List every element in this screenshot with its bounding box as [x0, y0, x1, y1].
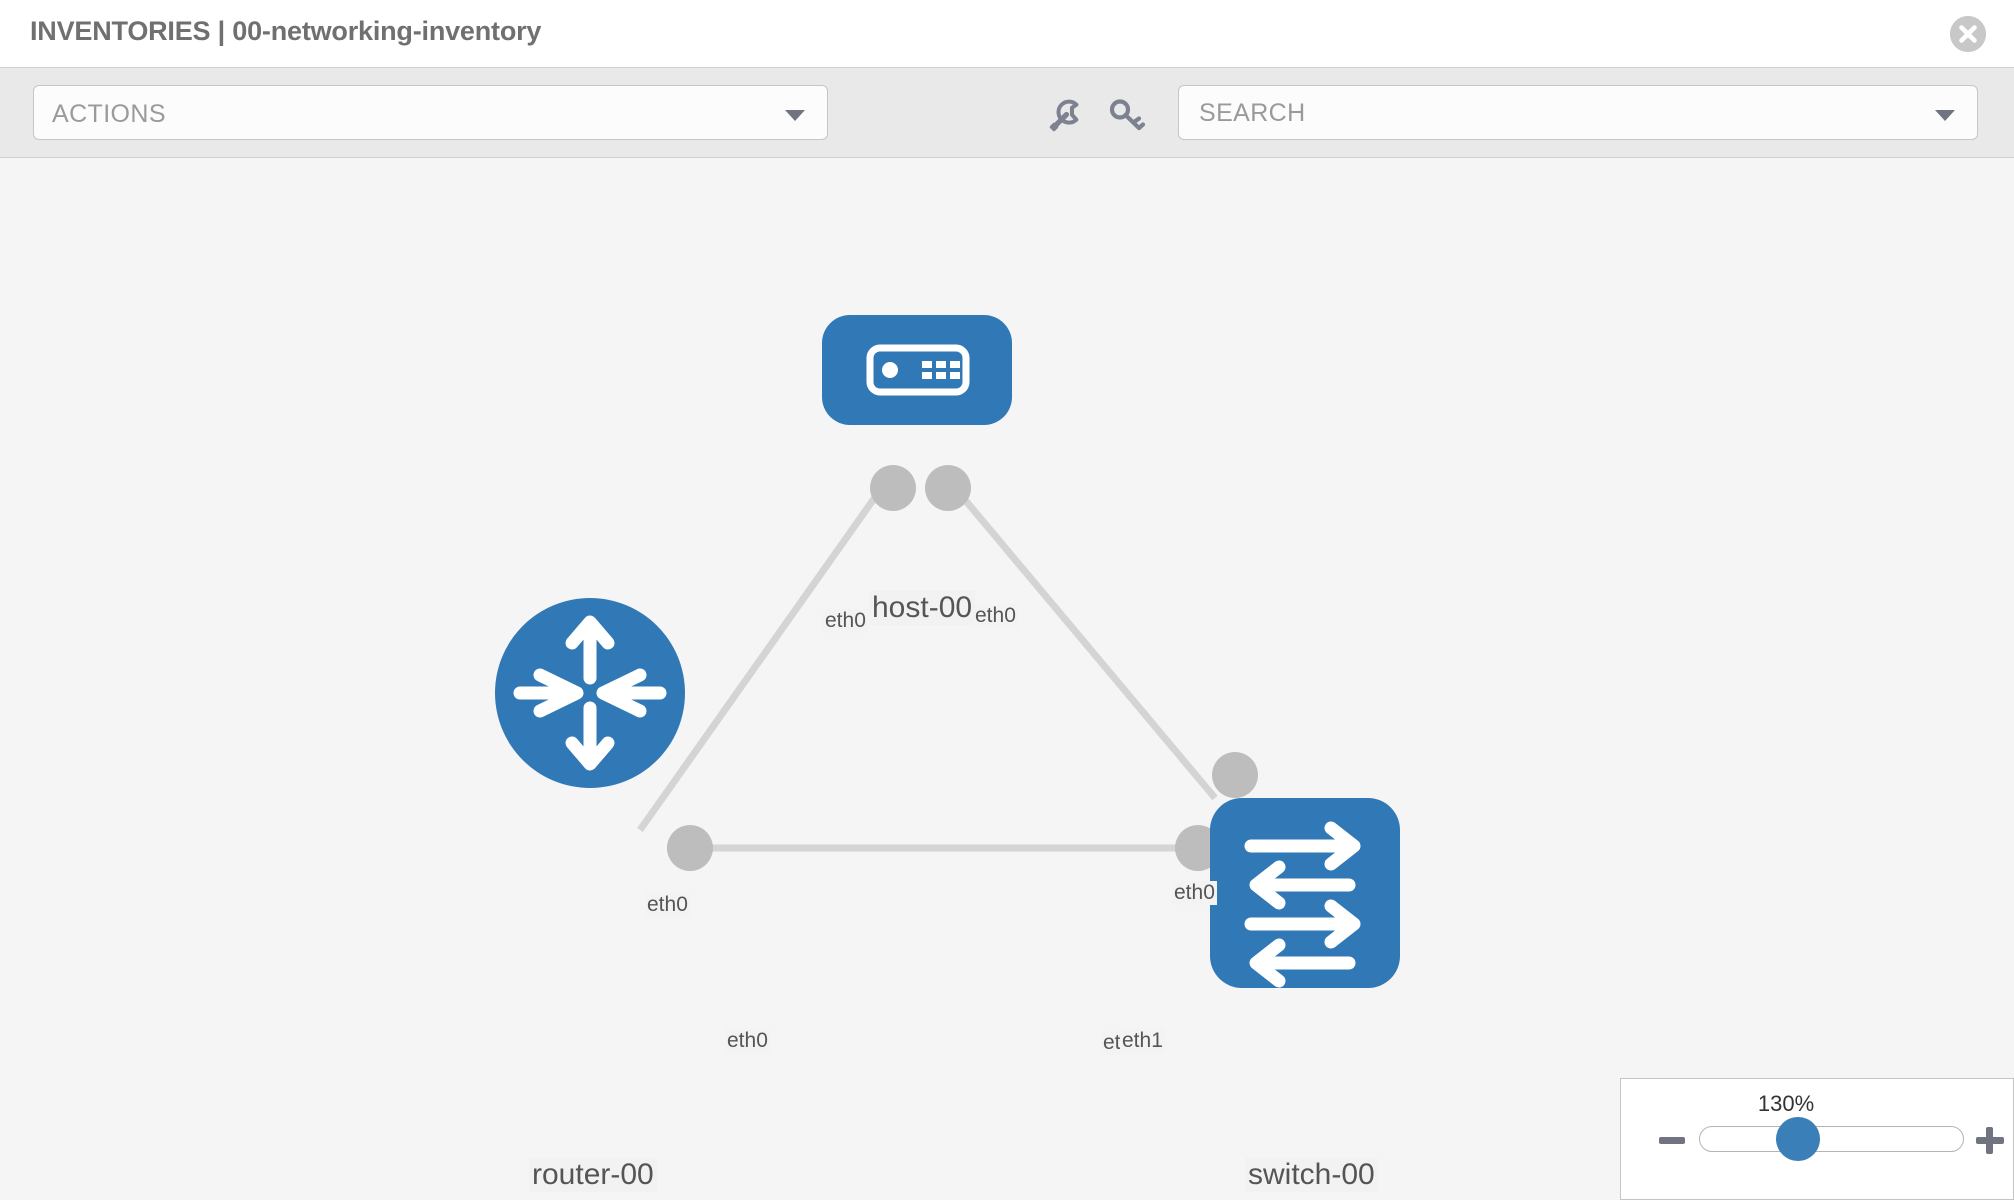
node-router-00[interactable] — [495, 598, 685, 788]
close-icon-glyph — [1950, 16, 1986, 52]
connector-host00-left[interactable] — [870, 465, 916, 511]
topology-connectors — [667, 465, 1258, 871]
node-host-00[interactable] — [822, 315, 1012, 425]
chevron-down-icon[interactable] — [1935, 110, 1955, 121]
close-icon[interactable] — [1950, 16, 1986, 52]
topology-edges — [637, 473, 1218, 852]
connector-switch00-top[interactable] — [1212, 752, 1258, 798]
node-label-host-00: host-00 — [869, 591, 976, 625]
zoom-slider[interactable] — [1699, 1126, 1964, 1152]
router-arrows-icon — [513, 615, 667, 771]
page-title: INVENTORIES | 00-networking-inventory — [30, 16, 542, 46]
node-switch-00[interactable] — [1210, 798, 1400, 988]
node-label-switch-00: switch-00 — [1245, 1158, 1378, 1192]
zoom-control-panel: 130% — [1620, 1078, 2014, 1200]
connector-router00-right[interactable] — [667, 825, 713, 871]
page-header: INVENTORIES | 00-networking-inventory — [0, 0, 2014, 68]
key-icon-glyph — [1109, 99, 1146, 131]
search-field-container[interactable] — [1178, 85, 1978, 141]
minus-icon[interactable] — [1659, 1137, 1685, 1144]
iface-label: eth0 — [725, 1029, 770, 1053]
switch-arrows-icon — [1244, 821, 1361, 988]
actions-dropdown[interactable]: ACTIONS — [33, 85, 828, 140]
key-icon[interactable] — [1105, 94, 1147, 136]
zoom-level-value: 130% — [1757, 1091, 1815, 1116]
actions-dropdown-label: ACTIONS — [52, 100, 166, 128]
wrench-icon-glyph — [1049, 99, 1079, 132]
topology-canvas[interactable]: eth0 eth0 eth0 eth0 eth0 etl eth1 host-0… — [0, 158, 2014, 1200]
chevron-down-icon — [785, 110, 805, 121]
edge-host00-router00[interactable] — [637, 473, 893, 833]
server-icon — [866, 344, 970, 396]
iface-label: eth1 — [1120, 1029, 1165, 1053]
iface-label: eth0 — [1172, 881, 1217, 905]
iface-label: eth0 — [823, 609, 868, 633]
iface-label: eth0 — [645, 893, 690, 917]
iface-label: eth0 — [973, 604, 1018, 628]
plus-icon-vertical-bar[interactable] — [1986, 1127, 1993, 1154]
connector-host00-right[interactable] — [925, 465, 971, 511]
zoom-slider-thumb[interactable] — [1776, 1117, 1820, 1161]
wrench-icon[interactable] — [1045, 94, 1087, 136]
connector-switch00-left[interactable] — [1175, 825, 1221, 871]
search-input[interactable] — [1197, 86, 1901, 141]
edge-host00-switch00[interactable] — [942, 473, 1218, 801]
toolbar: ACTIONS — [0, 68, 2014, 158]
node-label-router-00: router-00 — [529, 1158, 657, 1192]
topology-graph — [495, 315, 1400, 988]
